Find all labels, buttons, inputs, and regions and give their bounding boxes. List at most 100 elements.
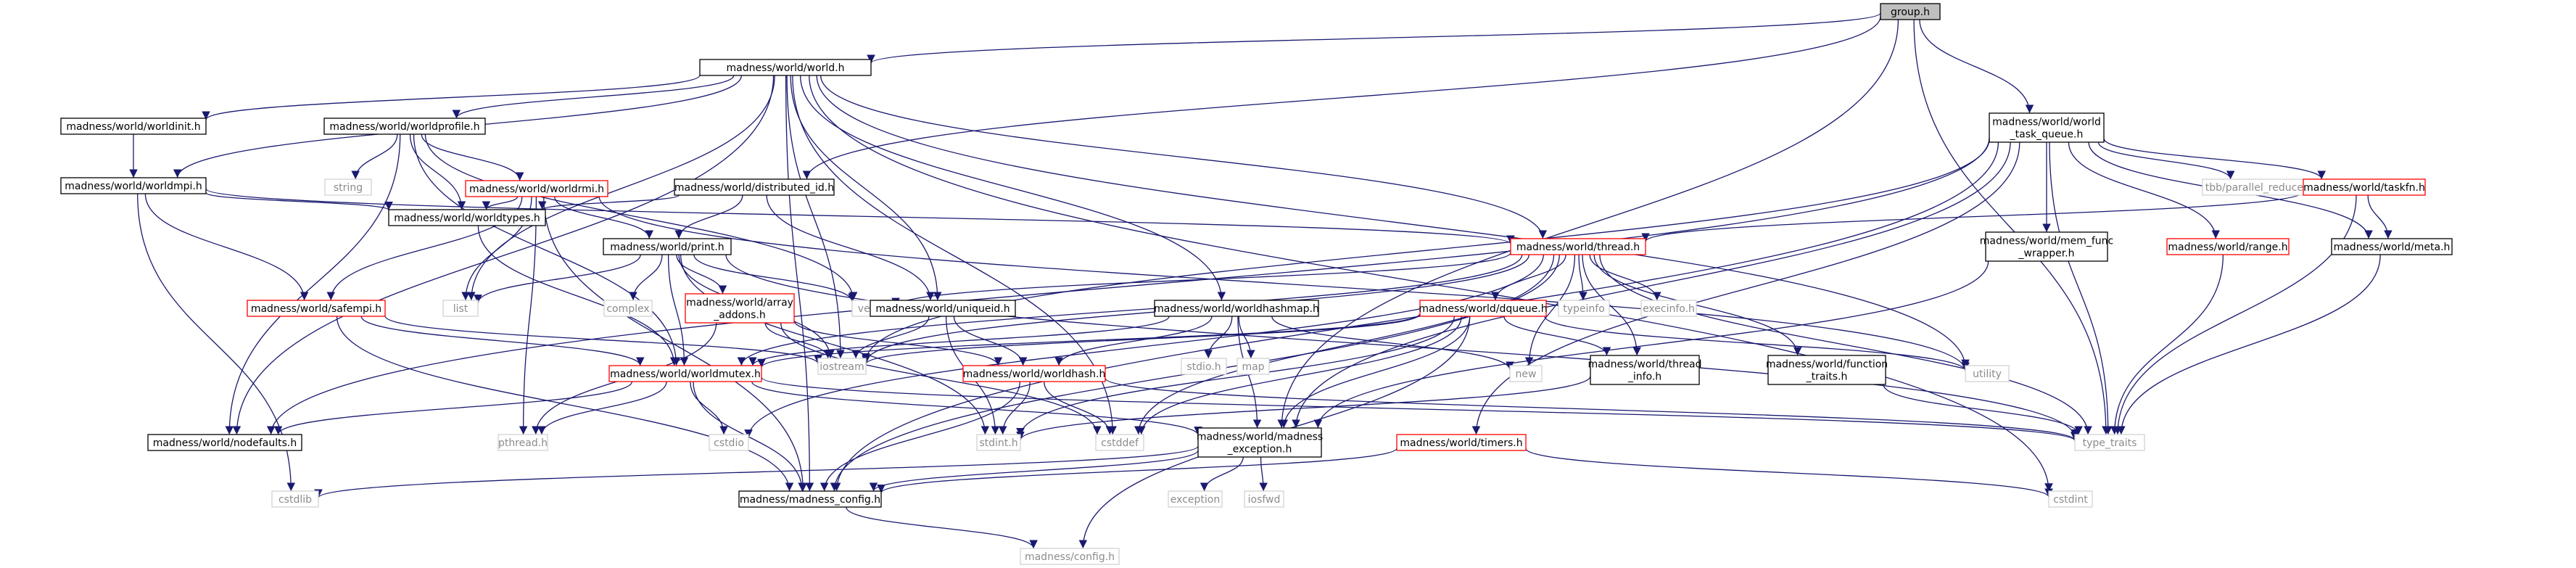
edge-worldtask-to-tbbpr <box>2097 141 2235 180</box>
edge-worldtask-to-iostream <box>862 139 1990 362</box>
node-stdint: stdint.h <box>976 434 1021 451</box>
node-cstdio: cstdio <box>709 434 749 451</box>
node-madconfig[interactable]: madness/madness_config.h <box>738 490 882 508</box>
node-hashmap[interactable]: madness/world/worldhashmap.h <box>1154 300 1319 317</box>
node-box <box>147 434 302 451</box>
node-label: new <box>1516 369 1537 380</box>
edge-worldtask-to-madexc <box>1292 141 2011 429</box>
edge-distid-to-print <box>674 194 743 239</box>
node-arrayaddons[interactable]: madness/world/array_addons.h <box>685 293 795 324</box>
node-worldhash[interactable]: madness/world/worldhash.h <box>962 365 1106 382</box>
nodes-layer: group.h madness/world/world.h madness/worl… <box>60 3 2453 565</box>
node-box <box>1590 355 1700 385</box>
edge-worldprofile-to-nodefaults <box>225 133 401 435</box>
node-meta[interactable]: madness/world/meta.h <box>2331 238 2453 255</box>
node-threadinfo[interactable]: madness/world/thread_info.h <box>1588 355 1702 385</box>
edge-world-to-thread <box>820 75 1548 239</box>
edge-worldprofile-to-vector <box>424 133 858 301</box>
node-worldprofile[interactable]: madness/world/worldprofile.h <box>323 118 486 135</box>
node-label: cstdlib <box>278 494 312 506</box>
edge-worldtask-to-timers <box>1471 141 2020 435</box>
node-memfunc[interactable]: madness/world/mem_func_wrapper.h <box>1980 231 2113 262</box>
node-label: madness/world/print.h <box>610 242 724 253</box>
node-worldtypes[interactable]: madness/world/worldtypes.h <box>388 209 546 226</box>
node-box <box>323 118 486 135</box>
node-label: pthread.h <box>498 437 548 449</box>
node-group[interactable]: group.h <box>1880 3 1941 20</box>
edge-distid-to-uniqueid <box>766 194 935 301</box>
node-timers[interactable]: madness/world/timers.h <box>1396 434 1527 451</box>
node-print[interactable]: madness/world/print.h <box>603 238 732 255</box>
node-box <box>1510 238 1646 255</box>
node-label: madness/world/dqueue.h <box>1419 303 1547 315</box>
node-box <box>1767 355 1886 385</box>
node-box <box>709 434 749 451</box>
edge-worldprofile-to-worldrmi <box>421 133 524 181</box>
edge-worldmpi-to-worldtypes <box>205 192 393 211</box>
node-worldmutex[interactable]: madness/world/worldmutex.h <box>608 365 762 382</box>
edge-world-to-list <box>467 75 775 301</box>
node-label: madness/world/worldrmi.h <box>469 184 604 195</box>
edge-meta-to-typetraits <box>2117 254 2381 435</box>
node-box <box>2166 238 2290 255</box>
node-iostream: iostream <box>817 358 867 375</box>
node-box <box>817 358 867 375</box>
node-label: cstdint <box>2053 494 2088 506</box>
node-label: madness/world/safempi.h <box>251 303 381 315</box>
edge-print-to-arrayaddons <box>676 254 727 295</box>
edge-thread-to-typetraits <box>1599 254 2092 435</box>
node-execinfo: execinfo.h <box>1640 300 1697 317</box>
edge-world-to-hashmap <box>799 75 1226 301</box>
node-label: madness/world/world_task_queue.h <box>1992 117 2101 141</box>
node-madexc[interactable]: madness/world/madness_exception.h <box>1197 427 1323 458</box>
node-box <box>1020 548 1120 565</box>
node-worldmpi[interactable]: madness/world/worldmpi.h <box>60 177 207 194</box>
edge-worldtask-to-taskfn <box>2103 138 2326 180</box>
node-nodefaults[interactable]: madness/world/nodefaults.h <box>147 434 302 451</box>
node-label: madness/world/range.h <box>2168 242 2287 253</box>
node-box <box>498 434 548 451</box>
node-thread[interactable]: madness/world/thread.h <box>1510 238 1646 255</box>
edge-worldtypes-to-worldmutex <box>477 225 679 366</box>
node-cstddef: cstddef <box>1095 434 1144 451</box>
node-worldrmi[interactable]: madness/world/worldrmi.h <box>465 180 608 197</box>
edge-world-to-worldprofile <box>452 75 735 119</box>
edge-group-to-madexc <box>1277 19 1899 429</box>
node-functraits[interactable]: madness/world/function_traits.h <box>1766 355 1888 385</box>
node-label: execinfo.h <box>1643 303 1695 315</box>
edge-safempi-to-worldmutex <box>360 316 645 366</box>
node-box <box>60 177 207 194</box>
node-taskfn[interactable]: madness/world/taskfn.h <box>2303 178 2426 196</box>
node-distid[interactable]: madness/world/distributed_id.h <box>674 178 835 196</box>
node-uniqueid[interactable]: madness/world/uniqueid.h <box>870 300 1016 317</box>
edge-distid-to-worldtypes <box>538 194 680 210</box>
node-box <box>603 238 732 255</box>
node-worldinit[interactable]: madness/world/worldinit.h <box>60 118 207 135</box>
edge-hashmap-to-new <box>1271 316 1514 371</box>
node-safempi[interactable]: madness/world/safempi.h <box>247 300 386 317</box>
node-label: madness/world/distributed_id.h <box>674 182 834 194</box>
edge-dqueue-to-madexc <box>1279 316 1471 429</box>
node-pthread: pthread.h <box>498 434 548 451</box>
node-string: string <box>324 178 372 196</box>
edge-memfunc-to-madexc <box>1313 260 1989 429</box>
node-label: cstdio <box>714 437 744 449</box>
edge-madexc-to-cstdlib <box>314 445 1199 498</box>
edge-worldhash-to-typetraits <box>1105 377 2079 441</box>
node-box <box>870 300 1016 317</box>
edge-worldtask-to-range <box>2068 141 2221 239</box>
node-label: typeinfo <box>1563 303 1605 315</box>
node-box <box>60 118 207 135</box>
node-worldtask[interactable]: madness/world/world_task_queue.h <box>1989 112 2105 143</box>
edge-print-to-stdint <box>680 254 990 435</box>
edge-thread-to-vector <box>891 252 1511 307</box>
node-world[interactable]: madness/world/world.h <box>699 59 872 76</box>
edge-worldrmi-to-worldtypes <box>482 196 519 210</box>
node-label: madness/world/madness_exception.h <box>1197 432 1323 456</box>
node-range[interactable]: madness/world/range.h <box>2166 238 2290 255</box>
node-box <box>1509 365 1543 382</box>
node-dqueue[interactable]: madness/world/dqueue.h <box>1419 300 1548 317</box>
edge-safempi-to-iostream <box>384 316 822 364</box>
node-label: cstddef <box>1101 437 1139 449</box>
node-list: list <box>442 300 479 317</box>
